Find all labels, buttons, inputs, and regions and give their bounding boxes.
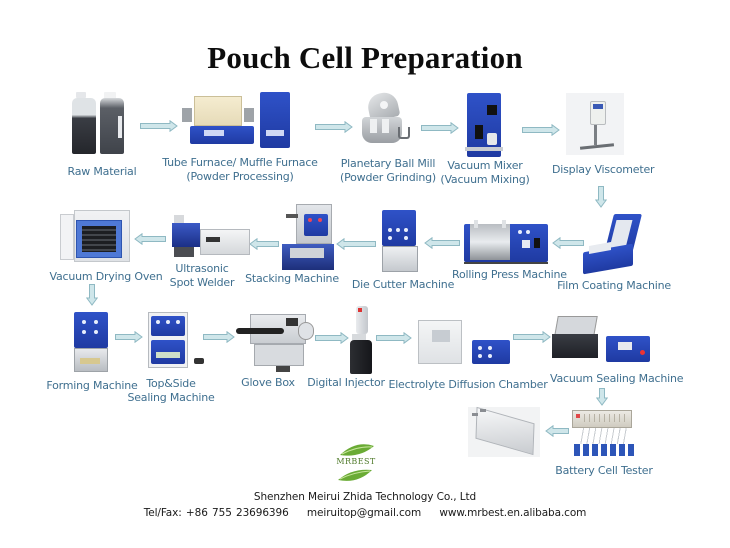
flow-arrow-right: [522, 124, 560, 136]
flow-arrow-right: [315, 332, 349, 344]
flow-arrow-left: [336, 238, 376, 250]
flow-arrow-right: [115, 331, 143, 343]
step-label-spot-welder: Ultrasonic Spot Welder: [169, 262, 235, 289]
tel-fax: Tel/Fax: +86 755 23696396: [143, 507, 289, 519]
logo-text: MRBEST: [336, 457, 376, 466]
step-label-ball-mill: Planetary Ball Mill (Powder Grinding): [340, 157, 436, 184]
company-name: Shenzhen Meirui Zhida Technology Co., Lt…: [253, 491, 477, 503]
diffusion-chamber-icon: [418, 318, 512, 368]
step-label-raw-material: Raw Material: [67, 165, 137, 178]
step-label-furnace: Tube Furnace/ Muffle Furnace (Powder Pro…: [162, 156, 318, 183]
cell-tester-icon: [568, 408, 638, 460]
forming-machine-icon: [72, 312, 112, 374]
email-link[interactable]: meiruitop@gmail.com: [306, 507, 422, 519]
step-label-drying-oven: Vacuum Drying Oven: [49, 270, 163, 283]
ball-mill-icon: [362, 90, 417, 151]
step-label-glove-box: Glove Box: [241, 376, 295, 389]
step-label-rolling-press: Rolling Press Machine: [452, 268, 567, 281]
digital-injector-icon: [346, 306, 378, 376]
flow-arrow-right: [376, 332, 412, 344]
flow-arrow-left: [424, 237, 460, 249]
drying-oven-icon: [60, 210, 130, 264]
rolling-press-icon: [464, 220, 550, 265]
step-label-stacking: Stacking Machine: [245, 272, 339, 285]
viscometer-icon: [566, 93, 624, 155]
glove-box-icon: [236, 310, 316, 374]
bottles-icon: [72, 92, 128, 156]
step-label-cell-tester: Battery Cell Tester: [555, 464, 653, 477]
leaf-logo-icon: [338, 444, 374, 481]
pouch-cell-icon: [468, 406, 540, 457]
step-label-die-cutter: Die Cutter Machine: [351, 278, 455, 291]
flow-arrow-down: [595, 186, 607, 208]
film-coater-icon: [583, 214, 645, 276]
page-title: Pouch Cell Preparation: [207, 40, 523, 75]
die-cutter-icon: [382, 210, 422, 274]
flow-arrow-down: [86, 284, 98, 306]
website-link[interactable]: www.mrbest.en.alibaba.com: [439, 507, 587, 519]
stacking-machine-icon: [282, 204, 336, 272]
step-label-forming: Forming Machine: [46, 379, 138, 392]
step-label-film-coating: Film Coating Machine: [557, 279, 671, 292]
step-label-viscometer: Display Viscometer: [552, 163, 655, 176]
company-logo: MRBEST: [328, 440, 384, 486]
flow-arrow-right: [140, 120, 178, 132]
flow-arrow-right: [315, 121, 353, 133]
flow-arrow-right: [421, 122, 459, 134]
step-label-diffusion-chamber: Electrolyte Diffusion Chamber: [388, 378, 548, 391]
vacuum-sealer-icon: [552, 314, 652, 364]
flow-arrow-left: [134, 233, 166, 245]
vacuum-mixer-icon: [465, 93, 505, 159]
step-label-sealing: Top&Side Sealing Machine: [127, 377, 215, 404]
sealing-machine-icon: [148, 312, 208, 374]
flow-arrow-left: [249, 238, 279, 250]
flow-arrow-left: [545, 425, 569, 437]
step-label-vacuum-mixer: Vacuum Mixer (Vacuum Mixing): [440, 159, 530, 186]
flow-arrow-right: [513, 331, 551, 343]
step-label-vacuum-sealer: Vacuum Sealing Machine: [550, 372, 684, 385]
contact-line: Tel/Fax: +86 755 23696396 meiruitop@gmai…: [0, 507, 730, 519]
spot-welder-icon: [168, 213, 252, 261]
furnace-icon: [180, 92, 305, 150]
flow-arrow-left: [552, 237, 584, 249]
step-label-digital-injector: Digital Injector: [307, 376, 385, 389]
flow-arrow-down: [596, 388, 608, 406]
flow-arrow-right: [203, 331, 235, 343]
